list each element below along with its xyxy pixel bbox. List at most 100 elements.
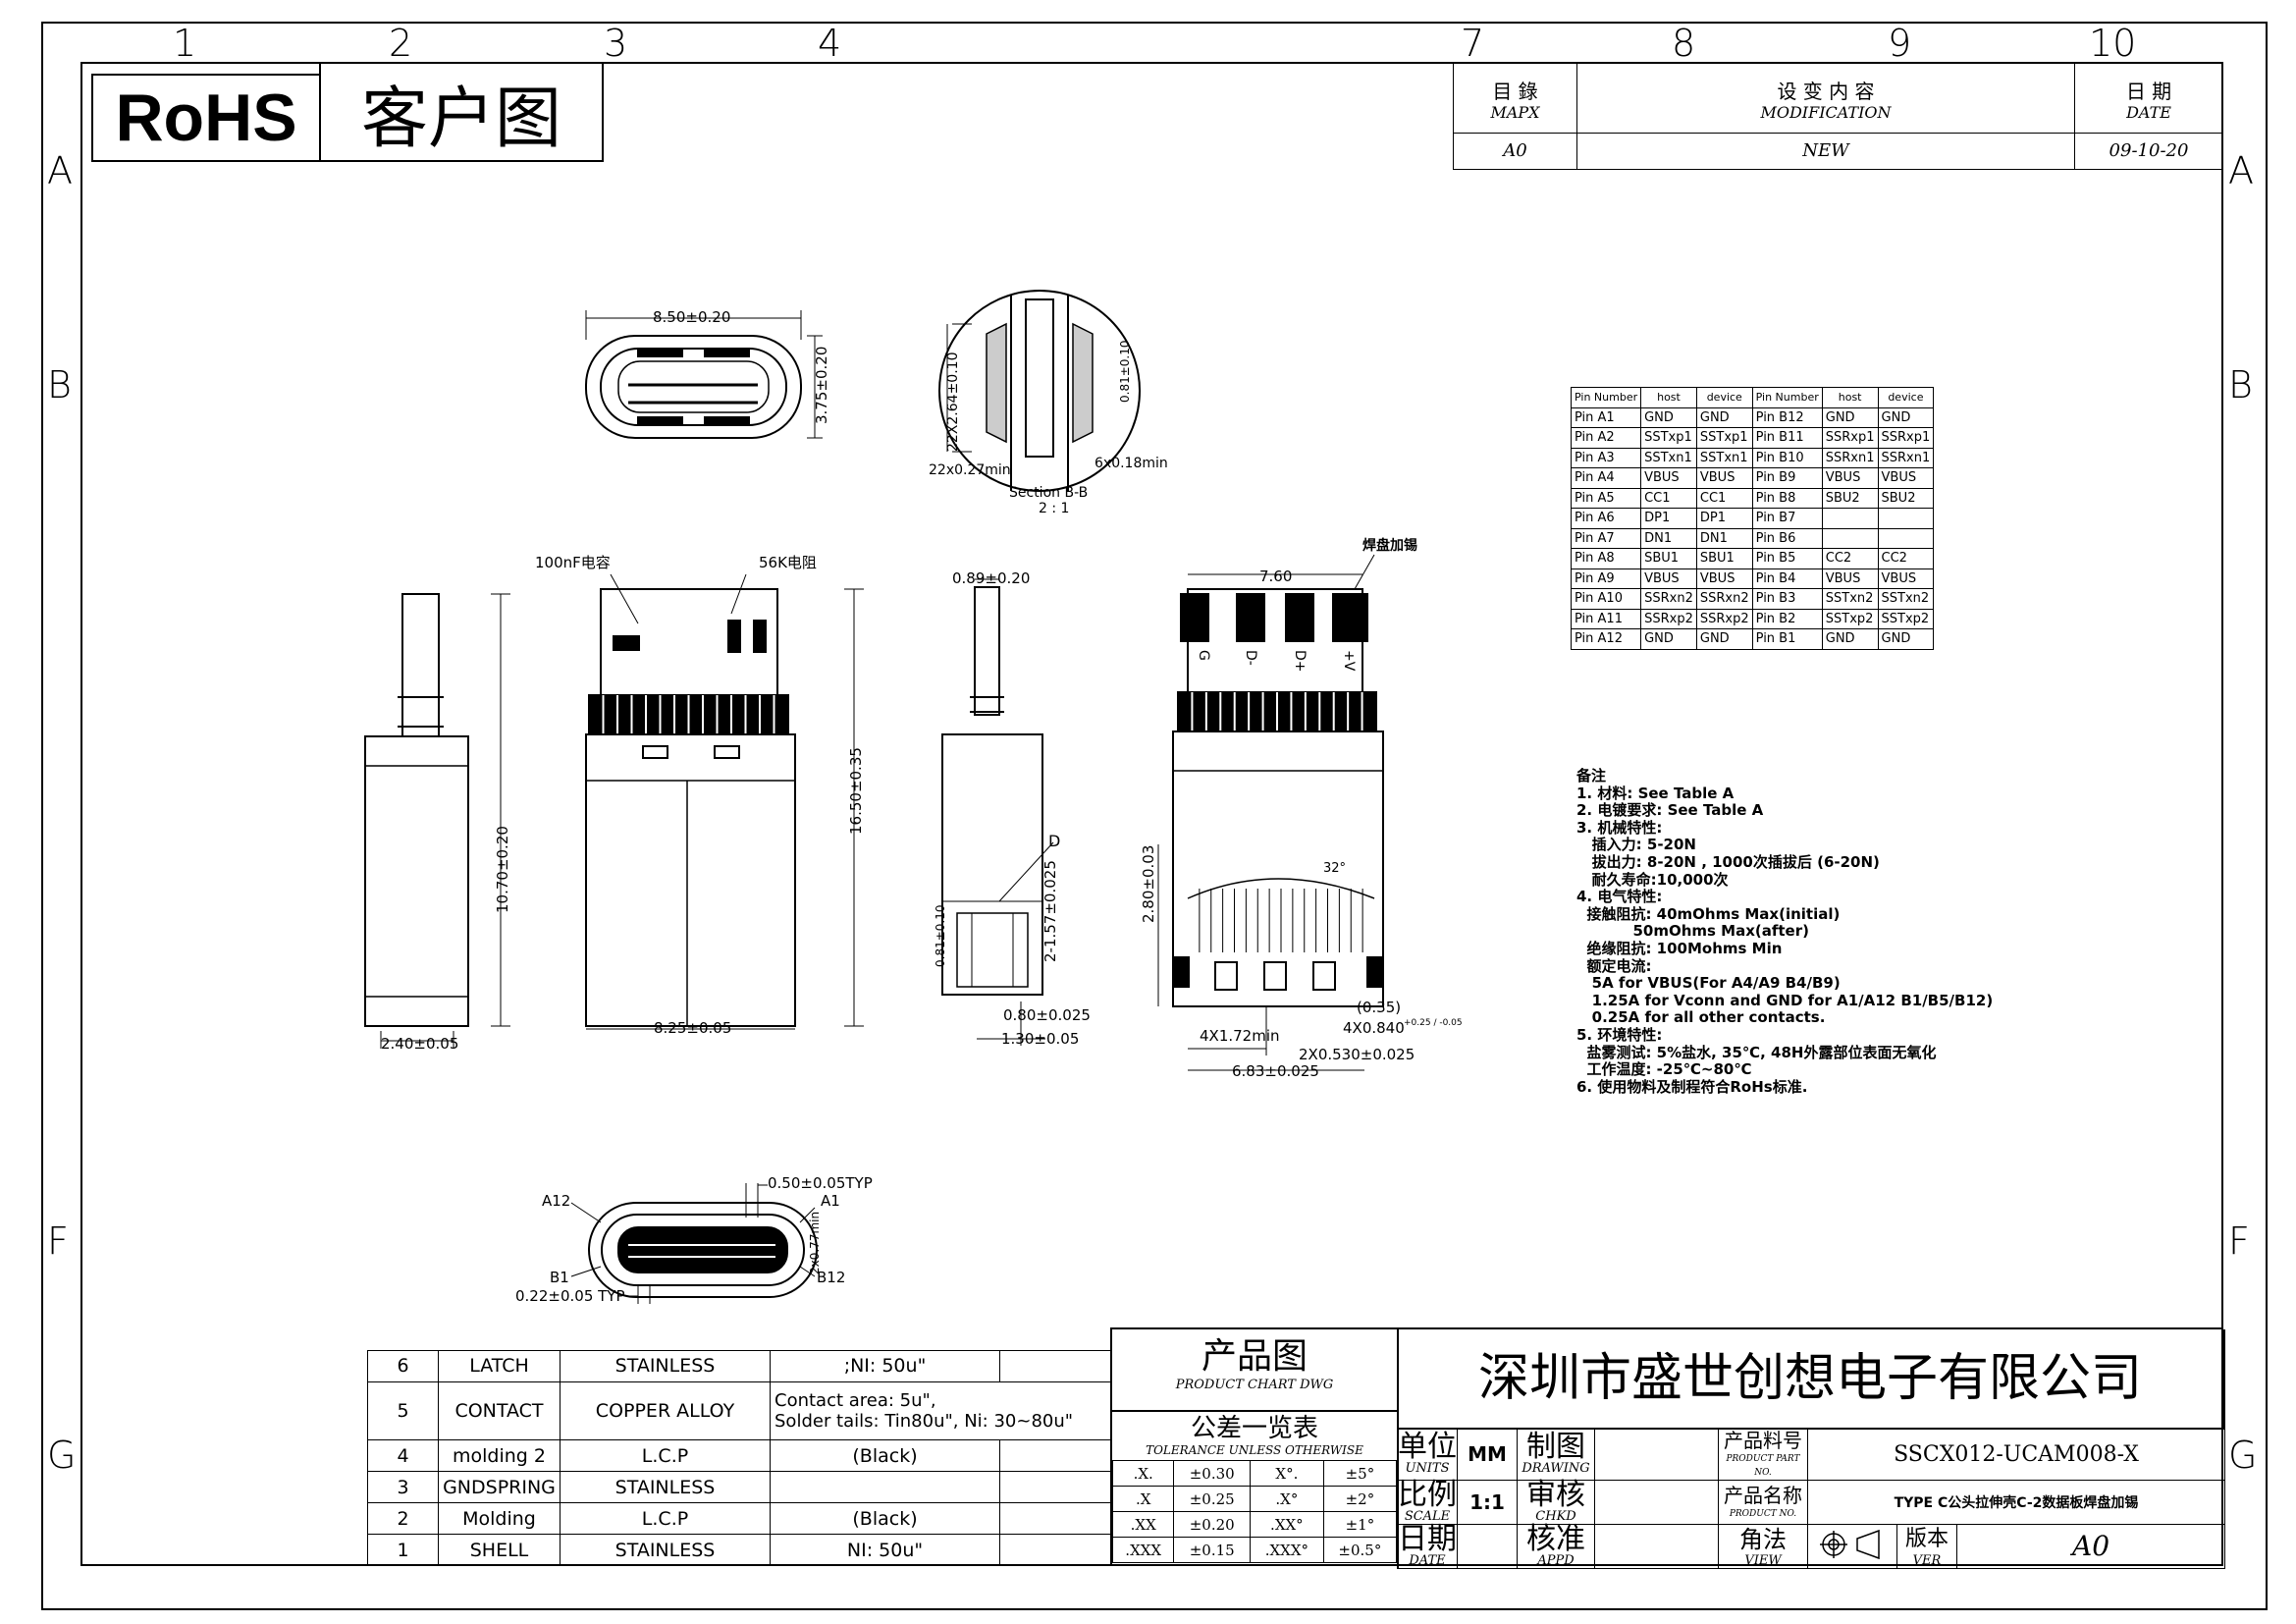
dim-top-length: 16.50±0.35: [847, 747, 865, 835]
tolerance-cell: ±0.20: [1173, 1511, 1251, 1538]
bom-finish: Contact area: 5u",Solder tails: Tin80u",…: [770, 1380, 1111, 1441]
pad-label: +V: [1341, 650, 1357, 672]
dim-bot-angle: 32°: [1323, 861, 1346, 876]
bom-finish: [770, 1471, 1000, 1504]
zone-row: G: [47, 1434, 77, 1477]
bom-finish: (Black): [770, 1439, 1000, 1473]
note-line: 0.25A for all other contacts.: [1576, 1008, 1826, 1027]
inner-border: [80, 62, 2223, 1566]
drawing-value: [1594, 1428, 1719, 1481]
bom-blank: [999, 1534, 1111, 1566]
pin-cell: SSRxp2: [1640, 608, 1697, 629]
note-line: 5A for VBUS(For A4/A9 B4/B9): [1576, 974, 1841, 993]
bom-part: GNDSPRING: [438, 1471, 561, 1504]
dim-section-pitch: 22X2.64±0.10: [945, 352, 961, 452]
capacitor-label: 100nF电容: [535, 554, 611, 571]
detail-d-label: D: [1048, 832, 1060, 850]
rev-col2-en: MODIFICATION: [1760, 102, 1892, 122]
pin-cell: SSRxn1: [1877, 447, 1935, 468]
rev-col1-en: MAPX: [1490, 102, 1540, 122]
zone-col: 7: [1461, 22, 1485, 65]
pin-cell: VBUS: [1821, 467, 1879, 489]
top-view: [585, 573, 864, 1030]
dim-bot-ref: (0.35): [1357, 999, 1401, 1016]
part-no-en: PRODUCT PART NO.: [1726, 1454, 1800, 1478]
dim-face-typ2: 0.22±0.05 TYP: [515, 1287, 625, 1305]
appd-value: [1594, 1524, 1719, 1569]
ver-en: VER: [1912, 1553, 1942, 1568]
note-line: 50mOhms Max(after): [1576, 922, 1809, 941]
third-angle-projection-icon: [1820, 1529, 1880, 1560]
dim-bot-w2: 2X0.530±0.025: [1299, 1046, 1415, 1063]
chart-title-en: PRODUCT CHART DWG: [1175, 1378, 1334, 1392]
product-name-cn: 产品名称: [1724, 1484, 1802, 1507]
bom-no: 6: [367, 1350, 439, 1382]
resistor-label: 56K电阻: [759, 554, 817, 571]
note-line: 3. 机械特性:: [1576, 818, 1663, 837]
face-label-b1: B1: [550, 1269, 569, 1286]
dim-side2-thk: 0.89±0.20: [952, 569, 1030, 587]
units-cn: 单位: [1398, 1430, 1457, 1464]
note-line: 工作温度: -25℃~80℃: [1576, 1060, 1752, 1079]
outer-border: [41, 22, 2268, 1610]
dim-section-thk: 0.81±0.10: [1118, 341, 1132, 404]
front-face-view: [585, 310, 823, 439]
bom-material: STAINLESS: [560, 1350, 771, 1382]
pin-cell: DP1: [1695, 508, 1753, 529]
pin-cell: Pin A2: [1570, 427, 1642, 449]
tolerance-cell: ±2°: [1322, 1486, 1398, 1512]
pin-assignment-table: Pin Number host device Pin Number host d…: [1570, 387, 1935, 650]
tolerance-title-en: TOLERANCE UNLESS OTHERWISE: [1146, 1443, 1363, 1457]
scale-cn: 比例: [1398, 1478, 1457, 1512]
scale-value: 1:1: [1457, 1480, 1518, 1525]
dim-front-width: 8.50±0.20: [653, 308, 730, 326]
bom-part: CONTACT: [438, 1380, 561, 1441]
tolerance-cell: ±0.25: [1173, 1486, 1251, 1512]
zone-col: 4: [818, 22, 842, 65]
note-line: 绝缘阻抗: 100Mohms Min: [1576, 939, 1783, 957]
pin-cell: Pin A6: [1570, 508, 1642, 529]
title-box: 客户图: [319, 62, 604, 162]
zone-row: A: [2228, 149, 2254, 192]
dim-top-width: 8.25±0.05: [654, 1019, 731, 1037]
dim-side2-pitch: 2-1.57±0.025: [1041, 860, 1059, 962]
zone-row: B: [2228, 363, 2253, 406]
bom-finish: NI: 50u": [770, 1534, 1000, 1566]
bom-blank: [999, 1439, 1111, 1473]
tolerance-row: .XXX±0.15.XXX°±0.5°: [1111, 1537, 1398, 1563]
section-title: Section B-B: [1009, 485, 1088, 501]
pad-label: G: [1196, 650, 1211, 661]
bom-no: 3: [367, 1471, 439, 1504]
drawing-en: DRAWING: [1522, 1461, 1590, 1476]
zone-row: F: [47, 1219, 69, 1263]
note-line: 插入力: 5-20N: [1576, 836, 1696, 854]
bom-part: SHELL: [438, 1534, 561, 1566]
face-label-a12: A12: [542, 1192, 570, 1210]
bom-material: STAINLESS: [560, 1534, 771, 1566]
rohs-box: RoHS: [91, 74, 321, 162]
scale-en: SCALE: [1404, 1509, 1451, 1524]
units-en: UNITS: [1405, 1461, 1450, 1476]
dim-section-min1: 22x0.27min: [929, 462, 1011, 478]
pin-cell: Pin A3: [1570, 447, 1642, 468]
note-line: 拔出力: 8-20N , 1000次插拔后 (6-20N): [1576, 852, 1880, 871]
dim-side2-w1: 0.80±0.025: [1003, 1006, 1091, 1024]
dim-side2-t2: 0.81±0.10: [934, 905, 947, 968]
tolerance-cell: .X.: [1111, 1460, 1175, 1487]
face-label-a1: A1: [821, 1192, 840, 1210]
zone-row: A: [47, 149, 73, 192]
face-label-b12: B12: [817, 1269, 845, 1286]
zone-col: 3: [604, 22, 628, 65]
product-name-en: PRODUCT NO.: [1729, 1509, 1797, 1519]
